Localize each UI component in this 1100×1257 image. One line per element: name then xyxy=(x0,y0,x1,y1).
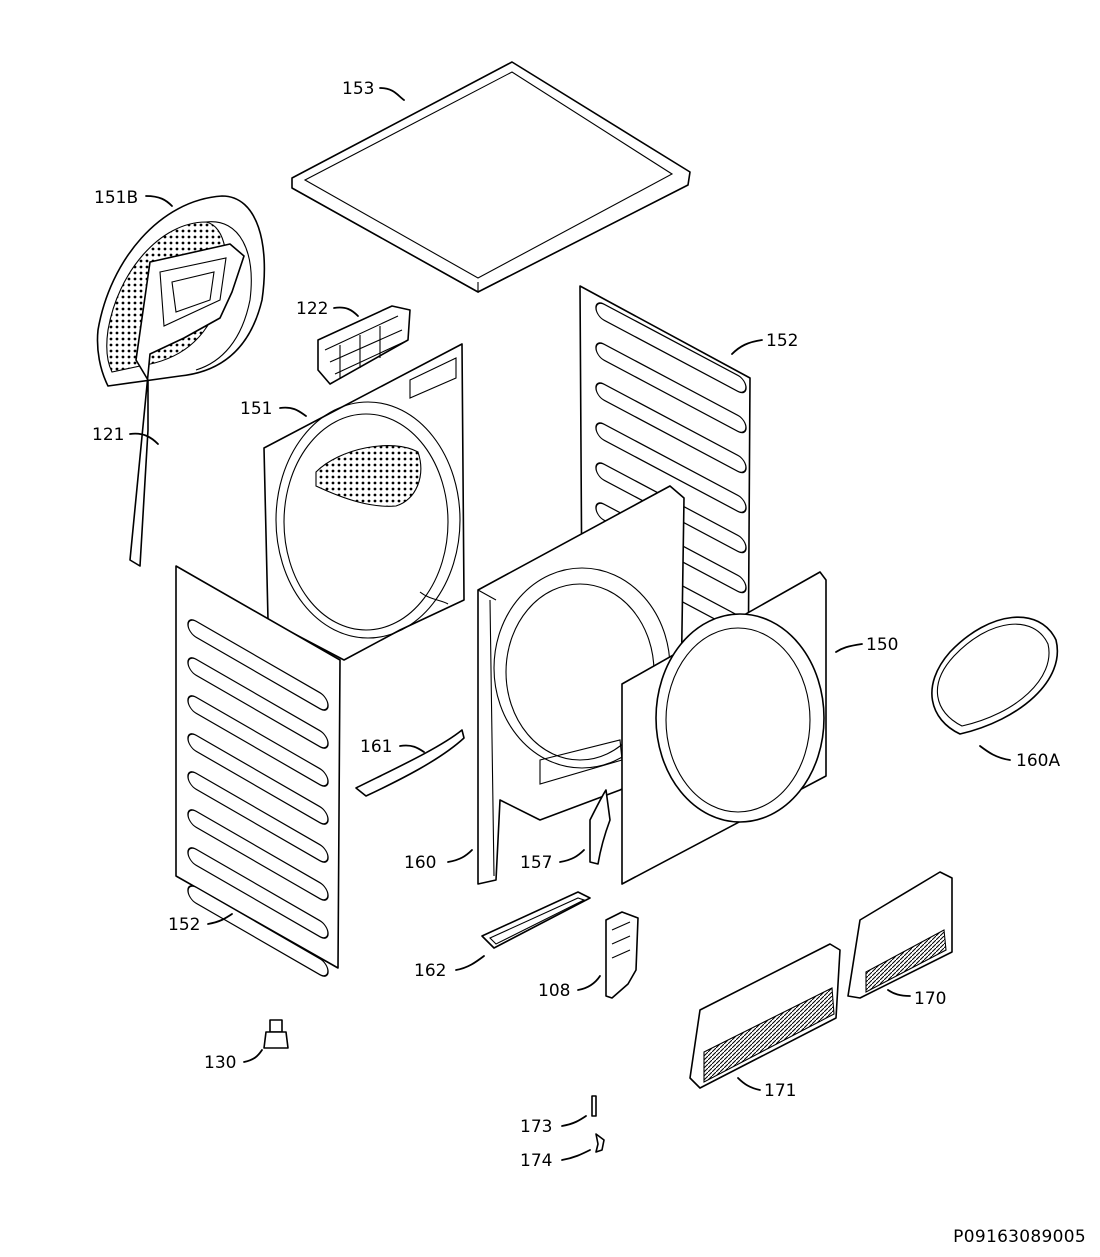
part-108-hinge xyxy=(605,911,639,999)
part-161-strip xyxy=(355,729,465,797)
label-152-left: 152 xyxy=(168,915,200,935)
part-150-front-panel xyxy=(621,571,827,885)
label-170: 170 xyxy=(914,989,946,1009)
part-121-duct xyxy=(129,243,245,567)
part-174-clip xyxy=(595,1133,605,1153)
label-121: 121 xyxy=(92,425,124,445)
part-122-filter xyxy=(317,305,411,385)
label-162: 162 xyxy=(414,961,446,981)
part-170-plinth xyxy=(847,871,953,999)
label-122: 122 xyxy=(296,299,328,319)
label-150: 150 xyxy=(866,635,898,655)
label-151: 151 xyxy=(240,399,272,419)
part-152-left-side-panel xyxy=(175,565,341,977)
diagram-code: P09163089005 xyxy=(953,1227,1086,1247)
label-160: 160 xyxy=(404,853,436,873)
label-174: 174 xyxy=(520,1151,552,1171)
label-173: 173 xyxy=(520,1117,552,1137)
label-151B: 151B xyxy=(94,188,138,208)
leader-lines xyxy=(129,87,1011,1161)
part-151-rear-panel xyxy=(263,343,465,661)
part-162-gasket-strip xyxy=(481,891,591,949)
part-160A-gasket xyxy=(931,616,1059,735)
part-153-top-cover xyxy=(291,61,691,293)
label-161: 161 xyxy=(360,737,392,757)
part-173-pin xyxy=(591,1095,597,1117)
label-152-right: 152 xyxy=(766,331,798,351)
label-160A: 160A xyxy=(1016,751,1060,771)
label-153: 153 xyxy=(342,79,374,99)
part-157-seal xyxy=(589,789,611,865)
part-171-plinth-cover xyxy=(689,943,841,1089)
part-130-adjustable-foot xyxy=(263,1019,289,1049)
label-108: 108 xyxy=(538,981,570,1001)
label-130: 130 xyxy=(204,1053,236,1073)
label-171: 171 xyxy=(764,1081,796,1101)
part-160-front-frame xyxy=(477,485,685,885)
label-157: 157 xyxy=(520,853,552,873)
